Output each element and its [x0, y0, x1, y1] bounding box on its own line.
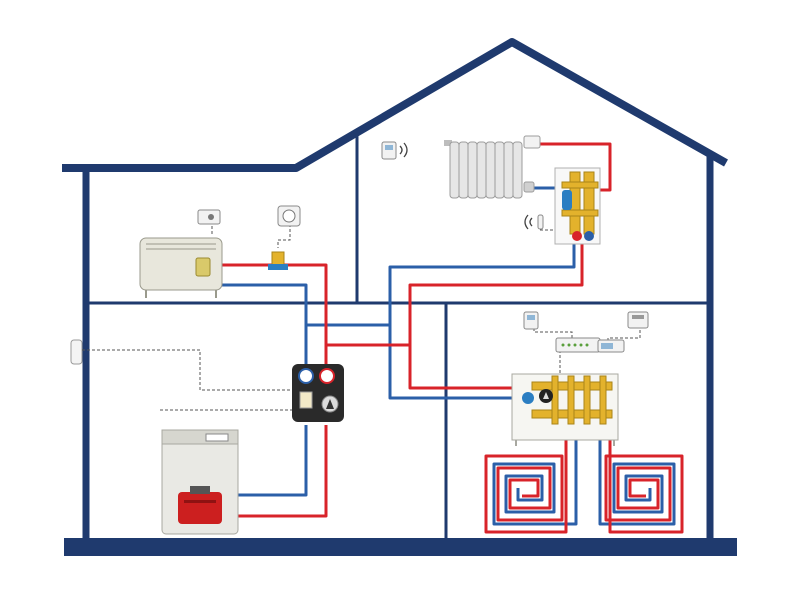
- cold-return-pipes: [220, 186, 676, 526]
- room-thermostat-icon: [627, 311, 649, 329]
- room-thermostat-icon: [523, 311, 539, 330]
- wireless-signal-icon: [524, 214, 533, 230]
- convector-heater-icon: [139, 237, 223, 298]
- radiator-icon: [444, 135, 541, 199]
- house-outline: [62, 38, 728, 542]
- temperature-controller-icon: [597, 339, 625, 353]
- room-thermostat-icon: [197, 209, 221, 225]
- outdoor-sensor-icon: [70, 339, 83, 365]
- wireless-signal-icon: [399, 142, 408, 158]
- room-thermostat-icon: [277, 205, 301, 227]
- roof-line: [62, 38, 728, 172]
- control-module-icon: [555, 337, 601, 353]
- pump-station-icon: [292, 364, 344, 422]
- temperature-sensor-icon: [537, 214, 544, 230]
- boiler-icon: [161, 429, 239, 535]
- hot-supply-pipes: [220, 142, 684, 534]
- foundation: [64, 538, 737, 556]
- floor-heating-manifold-icon: [511, 373, 619, 446]
- zone-valve-icon: [268, 251, 288, 270]
- room-thermostat-icon: [381, 141, 397, 160]
- radiator-manifold-icon: [554, 167, 601, 245]
